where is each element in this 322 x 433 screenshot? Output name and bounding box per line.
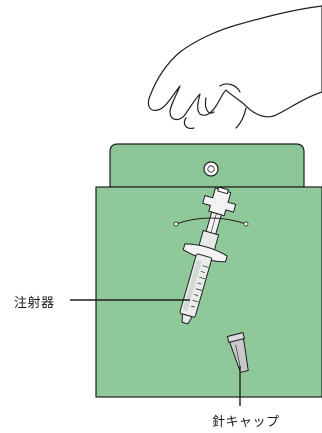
hand-icon [148,6,322,128]
needle-cap-label: 針キャップ [212,411,280,430]
tray-finger-hole [204,162,218,176]
kit-tray [96,144,322,397]
syringe-label: 注射器 [14,292,55,311]
